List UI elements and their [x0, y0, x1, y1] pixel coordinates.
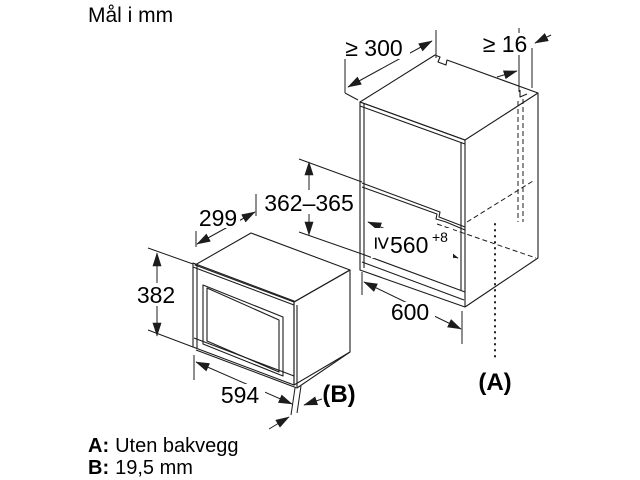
- legend-b-text: 19,5 mm: [115, 457, 193, 479]
- dim-side-gap-arrow-right: [534, 33, 552, 44]
- dim-oven-height-ext-top: [147, 247, 194, 265]
- cabinet-panel-bottom-edge-2: [361, 186, 466, 231]
- page-title: Mål i mm: [88, 4, 173, 27]
- dim-oven-depth-label-bg: [196, 207, 240, 228]
- callout-b-arrow-left: [268, 416, 290, 430]
- cabinet-right-side: [464, 93, 539, 308]
- oven-door-outline: [192, 262, 295, 386]
- legend-a-key: A:: [88, 435, 109, 457]
- dim-niche-width-geq: ≥: [370, 237, 396, 250]
- dim-top-depth-label-bg: [340, 37, 410, 59]
- callout-a-label: (A): [478, 369, 511, 396]
- callout-b-ext-line: [296, 385, 302, 414]
- oven-door-top-inner-line: [192, 266, 295, 306]
- cabinet-isometric-drawing: [359, 54, 539, 308]
- legend: A: Uten bakvegg B: 19,5 mm: [88, 435, 239, 479]
- cabinet-niche-floor-edge: [361, 253, 466, 293]
- dim-top-depth-label: ≥ 300: [345, 35, 402, 61]
- dim-oven-height-label: 382: [137, 282, 175, 308]
- cabinet-front-outline: [359, 101, 466, 308]
- oven-isometric-drawing: [192, 232, 351, 389]
- callout-b-arrow-right: [303, 396, 323, 406]
- oven-right-side-face: [293, 269, 351, 386]
- dim-side-gap-label-bg: [480, 33, 530, 55]
- oven-window-outer-frame: [202, 284, 284, 377]
- cabinet-top-face: [359, 54, 539, 141]
- dim-oven-depth-label: 299: [199, 205, 237, 231]
- dim-side-gap-arrow-left: [496, 70, 518, 80]
- dim-top-depth-line: [347, 40, 433, 88]
- dim-oven-width-line: [195, 361, 293, 405]
- dim-top-depth-ext-left-link: [344, 92, 359, 101]
- callout-b-dimension: [268, 385, 323, 430]
- dim-niche-height-ext-bottom: [298, 231, 363, 255]
- callout-b-label: (B): [322, 381, 355, 408]
- hidden-niche-back-edge: [466, 180, 534, 223]
- legend-b-key: B:: [88, 457, 109, 479]
- legend-line-b: B: 19,5 mm: [88, 457, 193, 479]
- legend-a-text: Uten bakvegg: [115, 435, 238, 457]
- dim-oven-height-label-bg: [134, 283, 179, 306]
- dim-oven-width-ext-right: [290, 387, 296, 416]
- cabinet-niche-floor-edge-2: [361, 261, 465, 301]
- dim-niche-height-ext-top: [298, 158, 363, 183]
- dim-side-gap-label: ≥ 16: [483, 31, 528, 57]
- dim-niche-width-label-bg: [371, 228, 453, 258]
- legend-line-a: A: Uten bakvegg: [88, 435, 239, 457]
- dim-niche-height-label-bg: [264, 190, 354, 214]
- dim-oven-width-label-bg: [215, 384, 265, 406]
- dim-niche-width-tolerance: +8: [432, 229, 448, 245]
- dim-cabinet-width-label: 600: [391, 299, 429, 325]
- dim-niche-width-label: 560: [390, 232, 428, 258]
- cabinet-top-right-jog: [519, 90, 528, 98]
- dim-oven-width: [193, 355, 296, 416]
- dim-niche-height-label: 362–365: [264, 190, 354, 216]
- cabinet-front-top-inner-edge: [359, 105, 466, 145]
- dim-oven-height-ext-bottom: [147, 329, 194, 348]
- dim-cabinet-width-label-bg: [385, 302, 435, 323]
- dim-oven-width-label: 594: [221, 382, 260, 408]
